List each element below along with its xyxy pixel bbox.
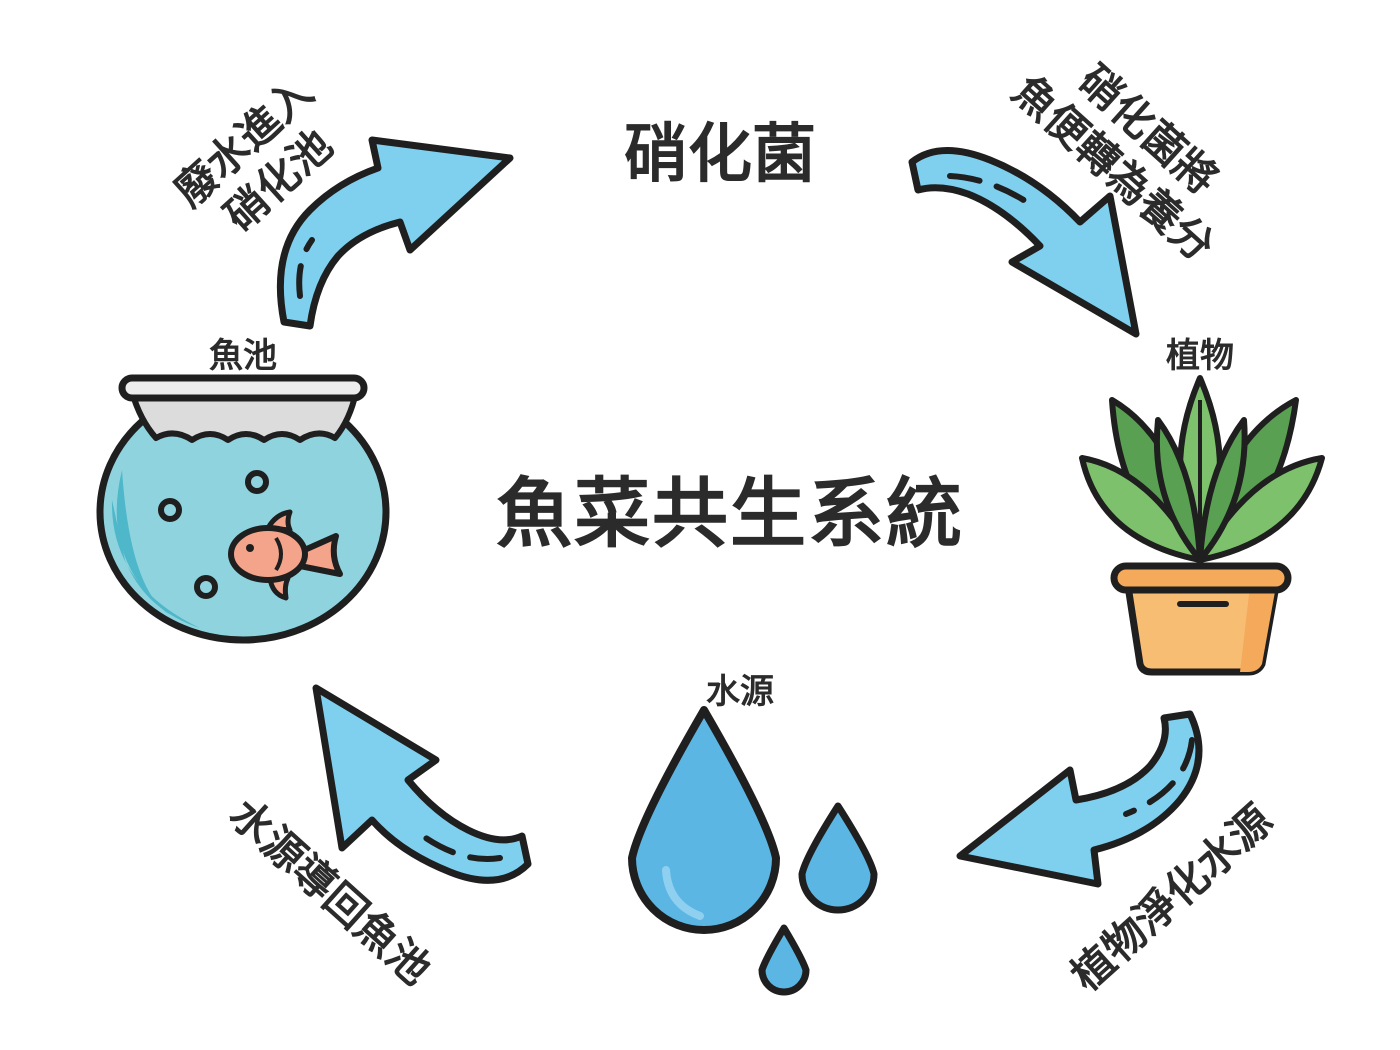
fishbowl-icon bbox=[96, 374, 390, 644]
arrow-bacteria-to-plant bbox=[908, 147, 1140, 338]
node-pond-label: 魚池 bbox=[209, 336, 277, 376]
node-bacteria-label: 硝化菌 bbox=[624, 118, 816, 192]
node-plant-label: 植物 bbox=[1166, 336, 1234, 376]
fish-icon bbox=[228, 509, 343, 601]
node-water-label: 水源 bbox=[706, 672, 774, 712]
arrow-water-to-pond bbox=[312, 684, 532, 884]
arrow-pond-to-bacteria bbox=[276, 136, 514, 330]
diagram-title: 魚菜共生系統 bbox=[496, 469, 964, 558]
water-drops-icon bbox=[628, 706, 878, 996]
potted-plant-icon bbox=[1079, 375, 1325, 676]
arrow-plant-to-water bbox=[956, 710, 1203, 888]
